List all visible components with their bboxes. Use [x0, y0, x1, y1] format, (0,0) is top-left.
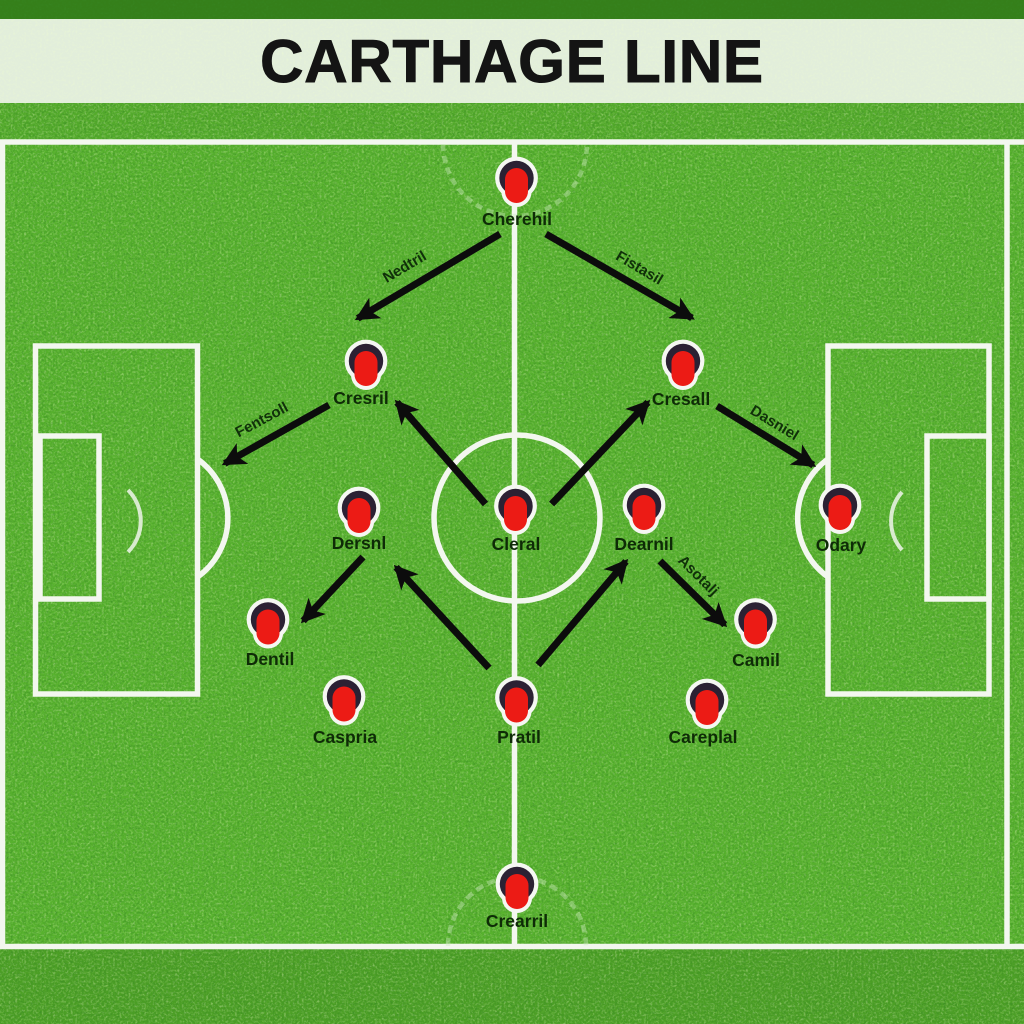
svg-text:Camil: Camil: [732, 650, 780, 670]
svg-text:Dentil: Dentil: [246, 649, 295, 669]
svg-text:Dearnil: Dearnil: [614, 534, 673, 554]
svg-text:Pratil: Pratil: [497, 727, 541, 747]
svg-text:Caspria: Caspria: [313, 727, 377, 747]
svg-text:Cherehil: Cherehil: [482, 209, 552, 229]
svg-text:CARTHAGE LINE: CARTHAGE LINE: [260, 28, 764, 95]
svg-text:Cresril: Cresril: [333, 388, 388, 408]
svg-text:Cleral: Cleral: [492, 534, 541, 554]
svg-text:Odary: Odary: [816, 535, 867, 555]
svg-text:Careplal: Careplal: [668, 727, 737, 747]
svg-text:Cresall: Cresall: [652, 389, 710, 409]
svg-text:Crearril: Crearril: [486, 911, 548, 931]
svg-text:Dersnl: Dersnl: [332, 533, 386, 553]
